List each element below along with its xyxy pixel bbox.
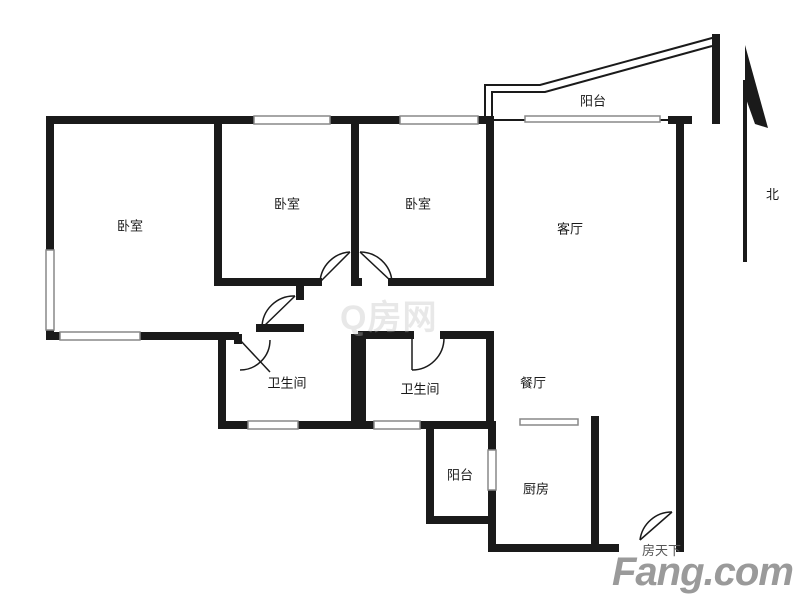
room-label-bedroom-3: 卧室 xyxy=(404,197,432,213)
doors xyxy=(239,251,673,541)
room-label-bedroom-2: 卧室 xyxy=(273,197,301,213)
windows xyxy=(45,115,661,491)
room-label-kitchen: 厨房 xyxy=(522,482,550,498)
room-label-balcony-small: 阳台 xyxy=(446,468,474,484)
brand-logo: 房天下 Fang.com xyxy=(612,540,797,600)
north-arrow-icon xyxy=(743,45,768,262)
brand-big-text: Fang.com xyxy=(612,550,794,594)
room-label-living-room: 客厅 xyxy=(556,222,584,238)
room-label-master-bedroom: 卧室 xyxy=(116,219,144,235)
watermark-center: Q房网 xyxy=(340,299,438,337)
room-label-bathroom-2: 卫生间 xyxy=(400,382,440,398)
north-label: 北 xyxy=(766,188,780,203)
room-label-balcony-north: 阳台 xyxy=(579,94,607,110)
brand-small-text: 房天下 xyxy=(642,544,682,559)
room-label-dining-room: 餐厅 xyxy=(519,376,547,392)
room-label-bathroom-1: 卫生间 xyxy=(267,376,307,392)
